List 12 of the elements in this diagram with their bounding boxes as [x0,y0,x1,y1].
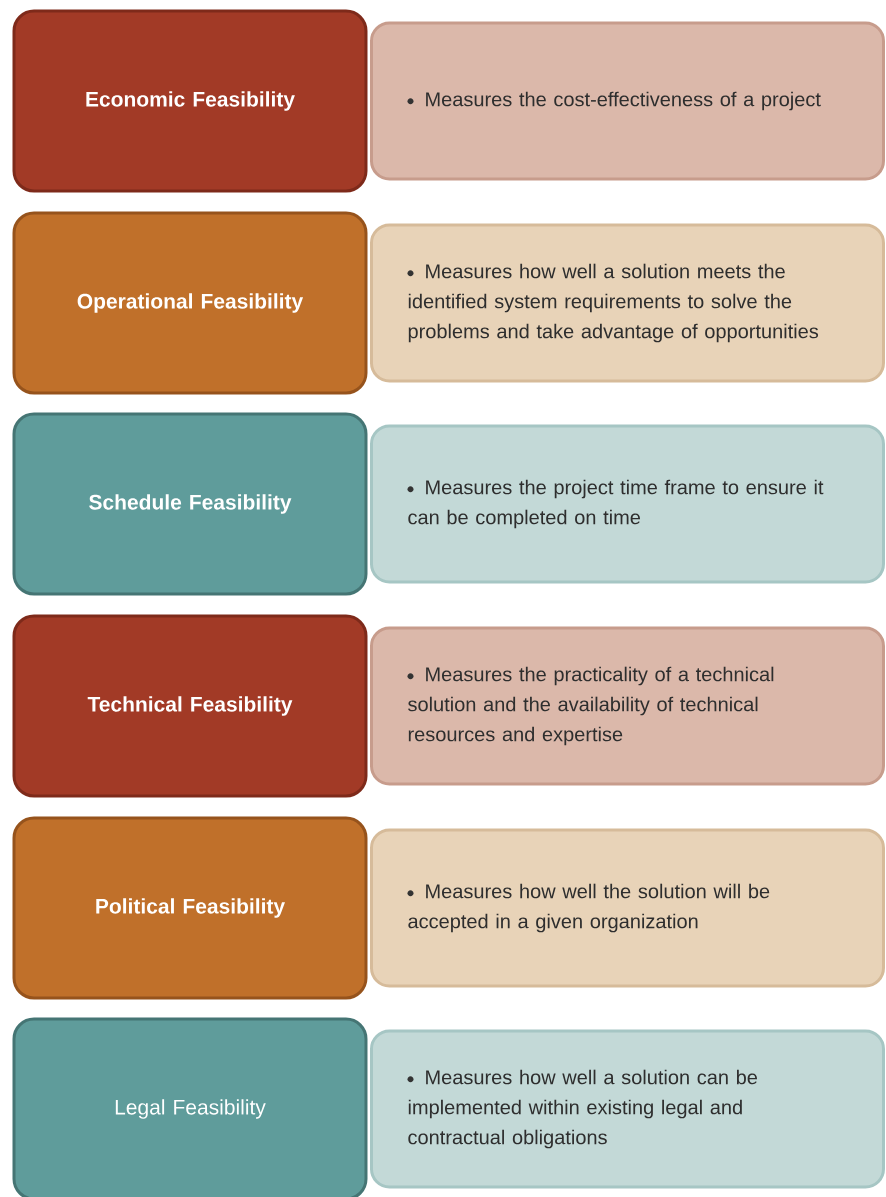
category-box: Technical Feasibility [12,614,368,798]
description-box: Measures how well a solution meets the identified system requirements to solve the problems and take advantage of opportunities [370,223,885,383]
category-box: Legal Feasibility [12,1017,368,1197]
category-box: Operational Feasibility [12,211,368,395]
description-box: Measures the project time frame to ensure it can be completed on time [370,424,885,584]
description-box: Measures the practicality of a technical solution and the availability of technical resources and expertise [370,626,885,786]
description-box: Measures the cost-effectiveness of a project [370,21,885,181]
category-box: Schedule Feasibility [12,412,368,596]
category-box: Economic Feasibility [12,9,368,193]
description-box: Measures how well the solution will be accepted in a given organization [370,828,885,988]
category-box: Political Feasibility [12,816,368,1000]
description-box: Measures how well a solution can be implemented within existing legal and contractual obligations [370,1029,885,1189]
